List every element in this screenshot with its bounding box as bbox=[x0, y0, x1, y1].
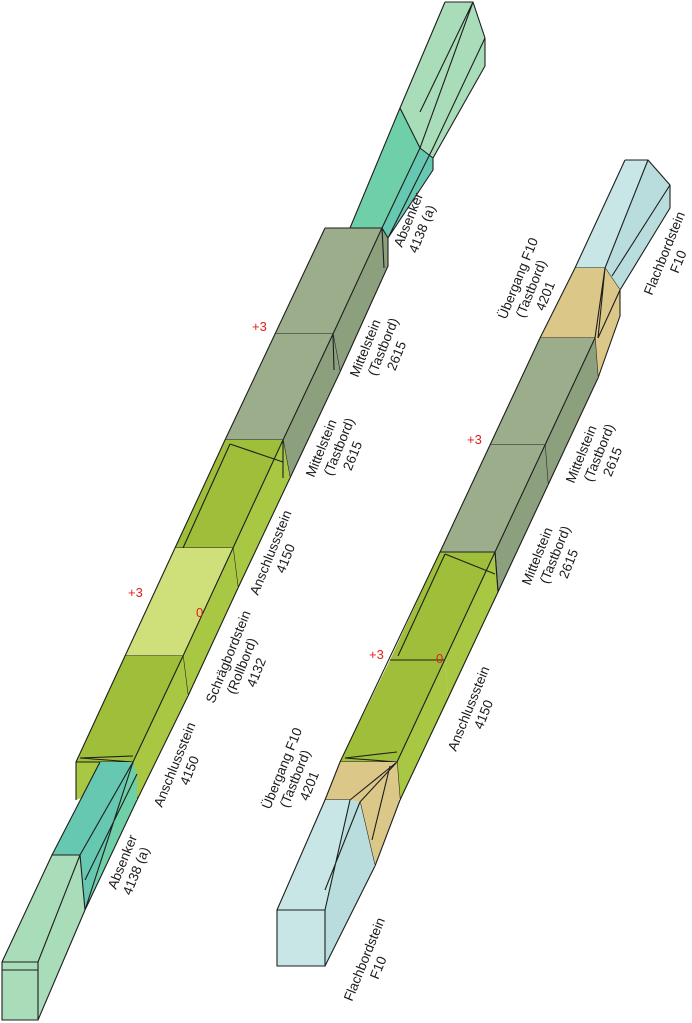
right-anschlussstein-side-face-upper bbox=[445, 552, 498, 700]
right-anschlussstein-top-face-upper bbox=[390, 552, 495, 660]
mark-right-zero: 0 bbox=[436, 651, 443, 666]
right-flachbord-top-side-face bbox=[605, 160, 670, 290]
left-absenker-bottom-side-face bbox=[38, 855, 85, 1020]
label-right-mittelstein-2: Mittelstein (Tastbord) 2615 bbox=[519, 514, 590, 599]
right-anschlussstein-top-face-lower bbox=[340, 660, 445, 762]
mark-left-zero: 0 bbox=[196, 605, 203, 620]
right-uebergang-top-top-face bbox=[540, 268, 605, 338]
right-uebergang-bottom-top-face bbox=[325, 762, 397, 800]
right-flachbordstein-bottom bbox=[276, 799, 376, 967]
right-anschlussstein bbox=[339, 551, 499, 801]
left-absenker-top-ramp-face bbox=[350, 108, 420, 228]
left-absenker-top-ramp-side bbox=[382, 148, 433, 238]
mark-left-plus3-lower: +3 bbox=[128, 585, 143, 600]
mark-right-plus3-upper: +3 bbox=[467, 432, 482, 447]
right-anschlussstein-side-face-lower bbox=[397, 660, 448, 800]
left-mittelstein-1 bbox=[274, 227, 389, 373]
left-mittelstein-2-side-face bbox=[283, 334, 340, 478]
left-absenker-bottom-top-face bbox=[2, 855, 80, 962]
left-absenker-bottom-ramp-side bbox=[85, 762, 137, 910]
left-absenker-top-block bbox=[349, 1, 486, 239]
left-mittelstein-2 bbox=[224, 333, 341, 479]
left-anschlussstein-top-top-face bbox=[175, 440, 283, 548]
right-flachbord-bottom-top-face bbox=[277, 800, 350, 910]
left-absenker-top-side-face bbox=[420, 2, 485, 158]
right-uebergang-bottom-side-face bbox=[350, 762, 400, 866]
left-absenker-bottom-block bbox=[1, 761, 138, 1021]
left-schraegbordstein-side-face bbox=[183, 548, 238, 696]
right-mittelstein-1-side-face bbox=[545, 338, 598, 485]
left-curb-assembly: Absenker 4138 (a) Mittelstein (Tastbord)… bbox=[1, 1, 486, 1021]
right-flachbord-bottom-side-face bbox=[325, 800, 375, 966]
right-mittelstein-2-top-face bbox=[440, 445, 545, 552]
right-mittelstein-2-side-face bbox=[495, 445, 548, 592]
mark-left-plus3-upper: +3 bbox=[252, 319, 267, 334]
left-absenker-bottom-front-face bbox=[2, 962, 38, 1020]
left-anschlussstein-bottom-top-face bbox=[76, 656, 183, 762]
mark-right-plus3-lower: +3 bbox=[369, 647, 384, 662]
right-mittelstein-1-top-face bbox=[490, 338, 595, 445]
left-mittelstein-2-top-face bbox=[225, 334, 333, 440]
left-schraegbordstein-top-face bbox=[125, 548, 233, 656]
left-anschlussstein-top-side-face bbox=[233, 440, 290, 588]
left-mittelstein-1-top-face bbox=[275, 228, 382, 334]
label-right-flachbordstein-bottom: Flachbordstein F10 bbox=[341, 912, 404, 1009]
left-anschlussstein-bottom-side-face bbox=[133, 656, 188, 800]
left-mittelstein-1-side-face bbox=[333, 228, 388, 372]
right-flachbord-bottom-front-face bbox=[277, 910, 325, 966]
